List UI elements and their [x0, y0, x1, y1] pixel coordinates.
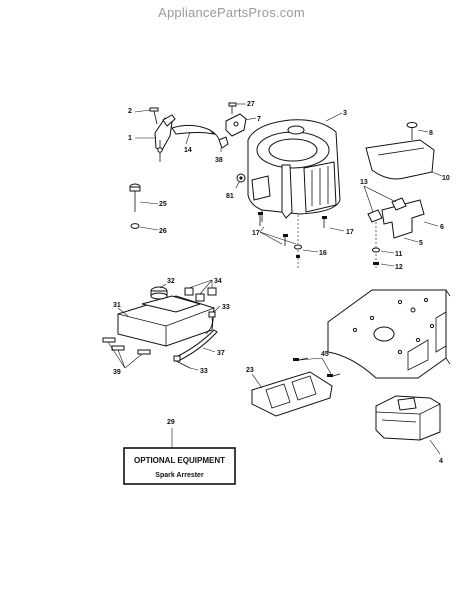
- fuel-line-33-upper[interactable]: [205, 311, 216, 335]
- callout-3: 3: [343, 110, 347, 117]
- callout-37: 37: [217, 350, 225, 357]
- callout-34: 34: [214, 278, 222, 285]
- knob-25[interactable]: [129, 183, 141, 212]
- engine-bolt-left[interactable]: [258, 212, 263, 226]
- callout-32: 32: [167, 278, 175, 285]
- spark-arrester-label: Spark Arrester: [155, 472, 204, 479]
- optional-equipment-box[interactable]: OPTIONAL EQUIPMENT Spark Arrester: [123, 447, 236, 485]
- callout-6: 6: [440, 224, 444, 231]
- watermark: AppliancePartsPros.com: [158, 5, 305, 20]
- nut-81[interactable]: [236, 173, 246, 183]
- callout-11: 11: [395, 251, 403, 258]
- callout-81: 81: [226, 193, 234, 200]
- fuel-line-37[interactable]: [177, 329, 218, 361]
- screw-8[interactable]: [406, 122, 418, 141]
- callout-45: 45: [321, 351, 329, 358]
- callout-23: 23: [246, 367, 254, 374]
- screw-27[interactable]: [228, 102, 237, 114]
- callout-13: 13: [360, 179, 368, 186]
- callout-38: 38: [215, 157, 223, 164]
- washer-16[interactable]: [294, 244, 302, 268]
- callout-33-upper: 33: [222, 304, 230, 311]
- engine-bolt-right[interactable]: [322, 216, 327, 228]
- fuel-cap[interactable]: [150, 286, 168, 300]
- callout-33-lower: 33: [200, 368, 208, 375]
- callout-25: 25: [159, 201, 167, 208]
- callout-26: 26: [159, 228, 167, 235]
- engine-bolt-center[interactable]: [283, 234, 288, 246]
- washer-11[interactable]: [372, 247, 380, 253]
- throttle-bracket[interactable]: [154, 114, 176, 162]
- fuel-tank[interactable]: [117, 295, 215, 347]
- exhaust-shield-23[interactable]: [251, 371, 333, 417]
- nut-13-right[interactable]: [391, 197, 407, 211]
- hose-clip-38[interactable]: [218, 136, 229, 149]
- callout-10: 10: [442, 175, 450, 182]
- exhaust-bracket-6[interactable]: [381, 199, 425, 239]
- washer-26[interactable]: [130, 223, 140, 229]
- callout-7: 7: [257, 116, 261, 123]
- engine[interactable]: [247, 119, 341, 222]
- bracket-screw[interactable]: [149, 107, 159, 125]
- choke-bracket[interactable]: [225, 113, 247, 137]
- fuel-hose[interactable]: [171, 124, 222, 147]
- callout-16: 16: [319, 250, 327, 257]
- callout-31: 31: [113, 302, 121, 309]
- callout-17-right: 17: [346, 229, 354, 236]
- muffler[interactable]: [375, 395, 441, 441]
- fuel-line-33-lower[interactable]: [173, 355, 191, 369]
- hose-clamps-34[interactable]: [184, 287, 217, 302]
- callout-2: 2: [128, 108, 132, 115]
- callout-39: 39: [113, 369, 121, 376]
- bolt-12[interactable]: [373, 262, 379, 265]
- bolt-45-right[interactable]: [327, 373, 341, 377]
- optional-equipment-title: OPTIONAL EQUIPMENT: [134, 456, 225, 465]
- chassis-frame: [327, 289, 451, 379]
- callout-8: 8: [429, 130, 433, 137]
- callout-17-left: 17: [252, 230, 260, 237]
- callout-1: 1: [128, 135, 132, 142]
- callout-27: 27: [247, 101, 255, 108]
- callout-14: 14: [184, 147, 192, 154]
- callout-12: 12: [395, 264, 403, 271]
- callout-5: 5: [419, 240, 423, 247]
- nut-13-left[interactable]: [367, 209, 383, 223]
- callout-29: 29: [167, 419, 175, 426]
- heat-shield-10[interactable]: [365, 139, 435, 180]
- callout-4: 4: [439, 458, 443, 465]
